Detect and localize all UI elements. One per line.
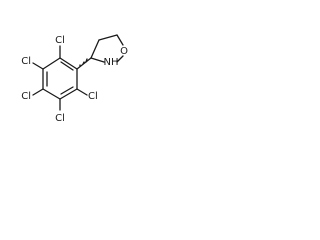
chemical-structure: Cl Cl Cl Cl Cl NH O xyxy=(21,34,128,124)
atom-cl-lower-left: Cl xyxy=(21,91,31,102)
isoxazolidine-bond-n-c3 xyxy=(90,57,105,63)
bond-to-cl-right xyxy=(76,88,88,96)
isoxazolidine-bond-c3-c4 xyxy=(90,39,100,59)
ring-bond-6 xyxy=(42,57,61,70)
isoxazolidine-bond-o-n xyxy=(116,55,124,63)
atom-nh: NH xyxy=(104,57,119,68)
atom-labels: Cl Cl Cl Cl Cl NH O xyxy=(21,35,128,124)
hash-line-3 xyxy=(85,58,88,63)
hash-line-2 xyxy=(82,61,85,65)
isoxazolidine-bond-c5-o xyxy=(116,34,124,46)
atom-cl-upper-left: Cl xyxy=(21,56,31,67)
stereo-hash-bond xyxy=(79,58,88,67)
atom-cl-right: Cl xyxy=(88,91,98,102)
ring-bond-3 xyxy=(59,88,78,100)
atom-cl-bottom: Cl xyxy=(55,113,65,124)
ring-bond-1 xyxy=(59,57,78,70)
bond-to-cl-lower-left xyxy=(32,88,44,96)
ring-bond-4 xyxy=(42,88,61,100)
atom-cl-top: Cl xyxy=(55,35,65,46)
bond-to-cl-upper-left xyxy=(32,62,44,70)
isoxazolidine-bond-c4-c5 xyxy=(98,34,118,41)
atom-o: O xyxy=(120,46,128,57)
bond-ring-to-stereocenter xyxy=(76,57,92,70)
ring-double-bond-2 xyxy=(60,86,74,95)
ring-double-bond-1 xyxy=(60,61,74,71)
bonds xyxy=(32,34,124,111)
